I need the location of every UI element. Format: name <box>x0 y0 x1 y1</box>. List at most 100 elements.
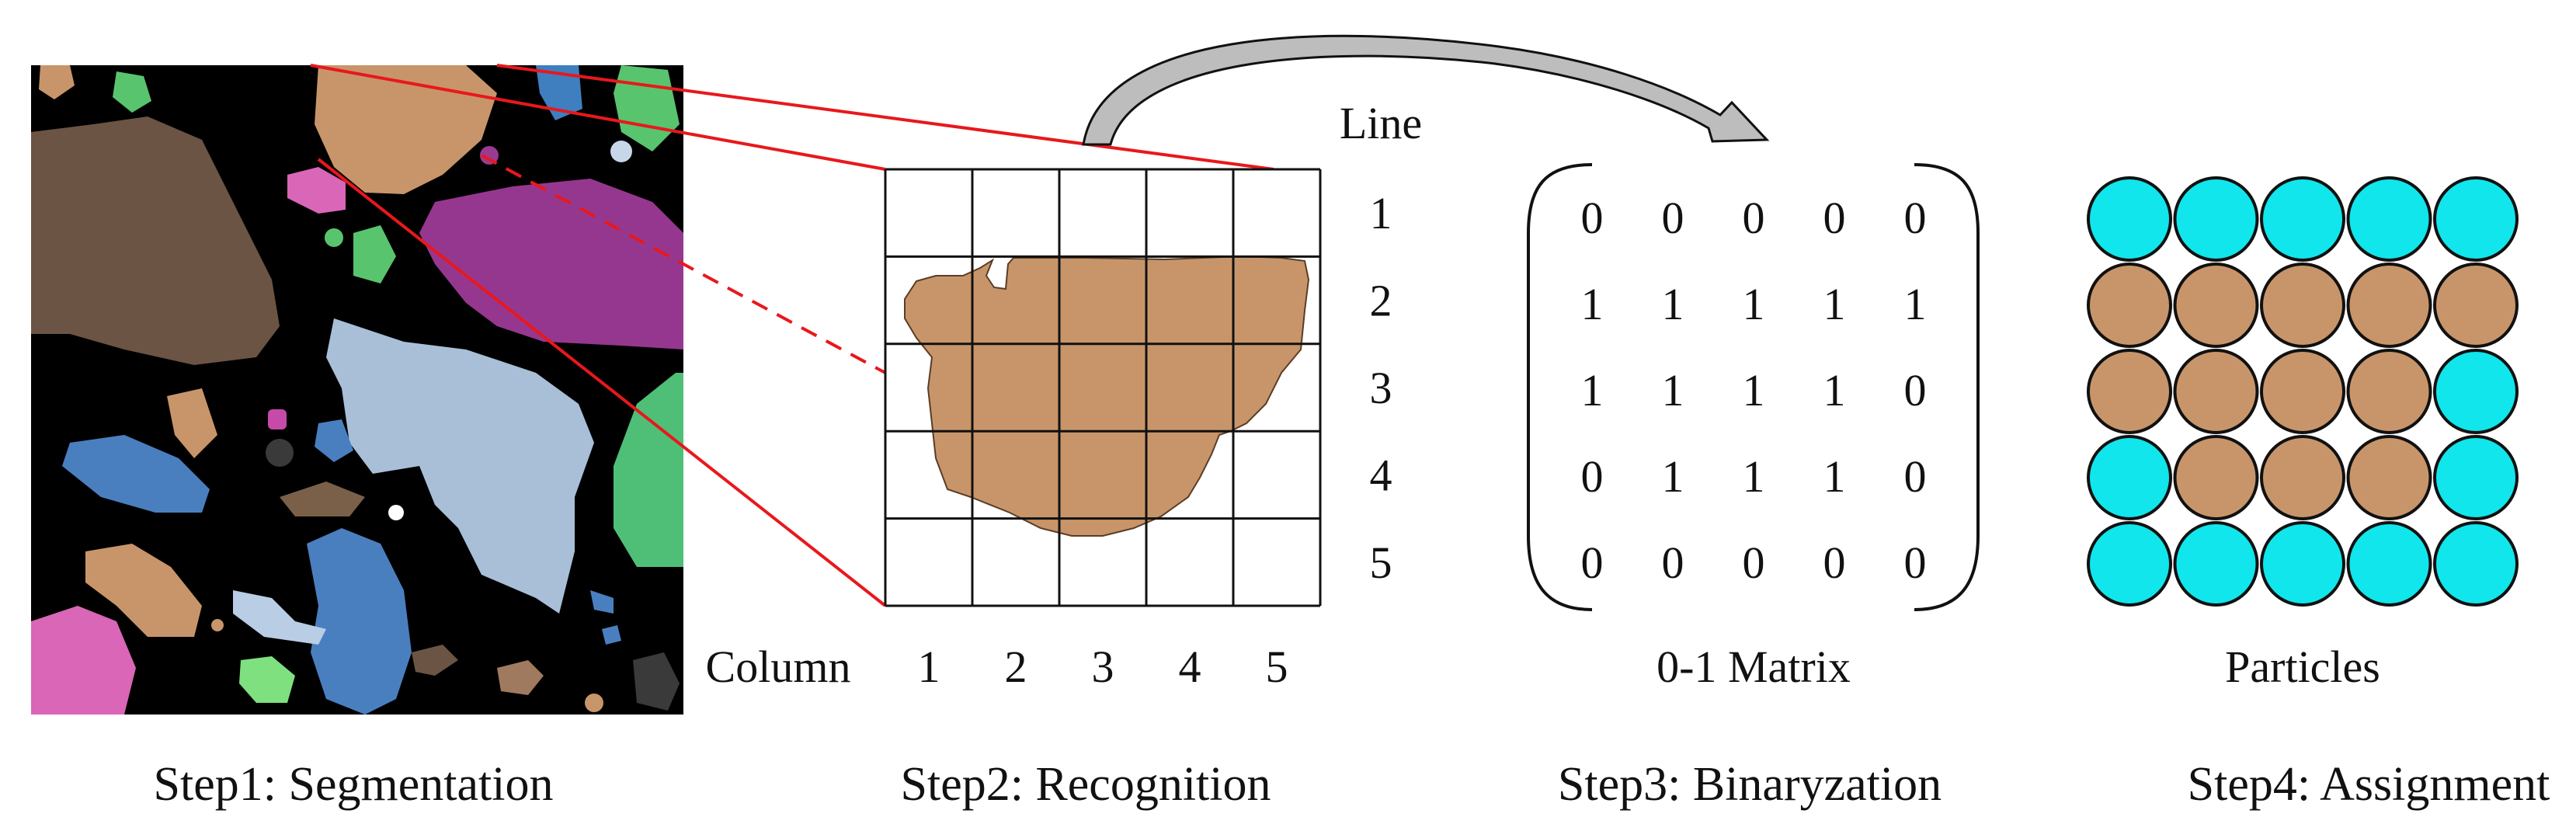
particle-empty <box>2433 521 2519 607</box>
grain-green-right <box>614 373 683 567</box>
particle-grain <box>2087 349 2172 434</box>
grain-blue-mid <box>315 419 353 462</box>
grain-green-dot <box>325 228 343 247</box>
column-number: 3 <box>1092 642 1114 692</box>
segmentation-panel <box>31 65 683 715</box>
step2-label: Step2: Recognition <box>900 758 1271 811</box>
step1-label: Step1: Segmentation <box>154 758 554 811</box>
column-number: 2 <box>1005 642 1027 692</box>
particles-caption: Particles <box>2225 642 2380 692</box>
particle-empty <box>2087 521 2172 607</box>
column-number: 4 <box>1179 642 1201 692</box>
grain-green-top <box>113 71 151 113</box>
grain-lightblue-small <box>233 590 326 645</box>
recognition-grid <box>884 168 1322 607</box>
matrix-cell: 1 <box>1743 451 1765 502</box>
particle-empty <box>2173 521 2259 607</box>
grain-dark-brown <box>31 116 280 365</box>
grain-pink-bottom <box>31 606 136 715</box>
matrix-cell: 1 <box>1662 365 1684 416</box>
particle-empty <box>2346 176 2432 262</box>
particle-grain <box>2346 435 2432 520</box>
particles-panel: Particles <box>2087 176 2519 692</box>
particle-empty <box>2173 176 2259 262</box>
particle-grain <box>2346 349 2432 434</box>
matrix-cell: 1 <box>1581 279 1604 329</box>
recognized-grain-shape <box>904 255 1310 537</box>
matrix-cell: 0 <box>1823 193 1846 243</box>
matrix-cell: 0 <box>1662 537 1684 588</box>
particle-empty <box>2087 176 2172 262</box>
particle-empty <box>2346 521 2432 607</box>
matrix-cell: 1 <box>1662 451 1684 502</box>
grain-brown-bottom-right <box>497 660 544 695</box>
step3-label: Step3: Binaryzation <box>1558 758 1942 811</box>
matrix-cell: 1 <box>1581 365 1604 416</box>
grain-lightblue-large <box>326 318 594 614</box>
grain-tan-bottom-left <box>85 544 202 637</box>
grain-white-tiny <box>388 505 404 520</box>
matrix-cell: 1 <box>1823 279 1846 329</box>
matrix-caption: 0-1 Matrix <box>1656 642 1851 692</box>
particle-empty <box>2260 176 2345 262</box>
particle-empty <box>2433 176 2519 262</box>
matrix-cell: 0 <box>1904 365 1927 416</box>
matrix-cell: 0 <box>1581 193 1604 243</box>
step-labels: Step1: Segmentation Step2: Recognition S… <box>154 758 2550 811</box>
grain-brown-top-left <box>39 65 75 99</box>
matrix-cell: 1 <box>1662 279 1684 329</box>
particle-empty <box>2087 435 2172 520</box>
zoom-line-dashed <box>481 154 886 374</box>
grain-tan-recognized <box>315 65 497 194</box>
grain-white-dot <box>610 141 632 162</box>
particle-grain <box>2260 435 2345 520</box>
line-number: 4 <box>1370 450 1392 500</box>
curved-arrow <box>1082 34 1770 146</box>
grain-tan-small <box>167 388 217 458</box>
particle-grain <box>2433 263 2519 348</box>
matrix-cell: 0 <box>1581 451 1604 502</box>
grain-pink-small <box>287 167 346 214</box>
particle-grain <box>2173 349 2259 434</box>
matrix-left-bracket <box>1527 163 1593 611</box>
grain-purple-large <box>419 179 683 349</box>
step4-label: Step4: Assignment <box>2188 758 2550 811</box>
particle-grain <box>2346 263 2432 348</box>
matrix-cell: 0 <box>1823 537 1846 588</box>
matrix-cell: 0 <box>1743 193 1765 243</box>
zoom-line-bottom <box>317 158 887 607</box>
line-number: 5 <box>1370 537 1392 588</box>
zoom-line-top <box>310 64 886 171</box>
grain-darkbrown-bottom <box>412 645 458 676</box>
line-number: 2 <box>1370 276 1392 326</box>
matrix-cell: 0 <box>1743 537 1765 588</box>
matrix-cell: 1 <box>1823 451 1846 502</box>
matrix-cell: 0 <box>1904 193 1927 243</box>
matrix-cell: 1 <box>1823 365 1846 416</box>
particle-empty <box>2260 521 2345 607</box>
line-numbers: 1 2 3 4 5 <box>1370 188 1392 588</box>
matrix-cell: 0 <box>1662 193 1684 243</box>
grain-blue-tiny <box>602 625 621 645</box>
particle-grain <box>2087 263 2172 348</box>
matrix-cell: 0 <box>1904 537 1927 588</box>
matrix-right-bracket <box>1914 163 1980 611</box>
particle-grid <box>2087 176 2519 607</box>
matrix-cell: 0 <box>1904 451 1927 502</box>
particle-grain <box>2173 435 2259 520</box>
grain-purple-dot <box>480 146 499 165</box>
line-number: 3 <box>1370 363 1392 413</box>
grain-green-bottom <box>239 656 295 703</box>
line-title: Line <box>1340 98 1422 148</box>
grain-dark-dot <box>266 439 294 467</box>
matrix-cell: 1 <box>1904 279 1927 329</box>
grain-blue-tiny-2 <box>590 590 614 614</box>
line-number: 1 <box>1370 188 1392 238</box>
grain-tan-tiny <box>211 619 224 631</box>
particle-grain <box>2260 349 2345 434</box>
